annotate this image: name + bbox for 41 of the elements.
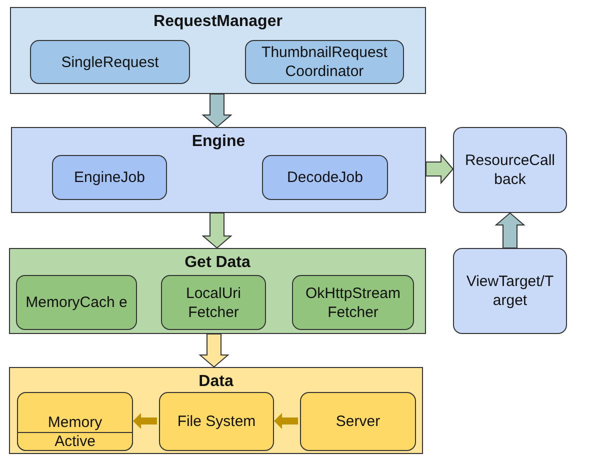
block-arrow [198, 334, 230, 368]
component-box [17, 432, 133, 451]
component-box [16, 275, 137, 330]
component-box [161, 275, 266, 330]
component-label: LocalUri Fetcher [184, 284, 242, 322]
component-box [262, 155, 388, 200]
component-label: EngineJob [73, 168, 146, 187]
group-box [11, 127, 426, 213]
group-box [9, 367, 423, 454]
block-arrow [202, 94, 232, 128]
group-title: Get Data [184, 253, 252, 272]
component-box [52, 155, 167, 200]
component-box [245, 40, 404, 84]
component-box [17, 392, 133, 451]
component-label: ResourceCall back [464, 151, 556, 189]
component-label: Active [54, 432, 96, 451]
component-box [30, 40, 190, 84]
block-arrow [274, 413, 298, 429]
component-label: DecodeJob [286, 168, 364, 187]
block-arrow [202, 212, 232, 249]
component-label: Server [334, 412, 382, 431]
component-box [300, 392, 416, 451]
block-arrow [133, 413, 157, 429]
component-label: ThumbnailRequest Coordinator [260, 43, 388, 81]
component-label: ViewTarget/T arget [465, 272, 555, 310]
group-box [10, 7, 426, 94]
component-label: File System [176, 412, 257, 431]
block-arrow [494, 212, 526, 248]
component-box [453, 127, 567, 213]
component-label: Memory [46, 413, 104, 432]
group-title: Data [198, 372, 234, 391]
group-title: RequestManager [152, 12, 284, 31]
block-arrow [426, 154, 454, 184]
component-label: MemoryCach e [24, 293, 128, 312]
component-box [159, 392, 274, 451]
component-box [292, 275, 414, 330]
group-title: Engine [190, 132, 246, 151]
component-box [453, 248, 567, 334]
group-box [9, 248, 426, 334]
component-label: OkHttpStream Fetcher [304, 284, 402, 322]
component-label: SingleRequest [60, 52, 160, 72]
